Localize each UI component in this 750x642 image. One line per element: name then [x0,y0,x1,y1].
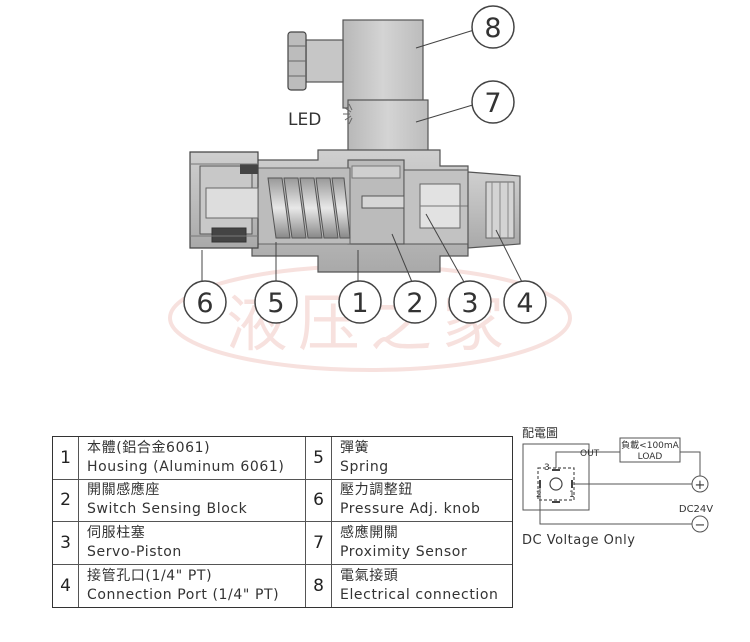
callout-1: 1 [338,280,382,324]
part-number-4: 4 [53,564,79,607]
svg-text:6: 6 [196,288,213,319]
svg-text:8: 8 [484,13,501,44]
part-desc-1: 本體(鋁合金6061)Housing (Aluminum 6061) [79,437,306,480]
wiring-title: 配電圖 [522,426,558,440]
leader-lines [201,29,523,283]
svg-text:4: 4 [516,288,533,319]
part-number-1: 1 [53,437,79,480]
parts-table: 1 本體(鋁合金6061)Housing (Aluminum 6061) 5 彈… [52,436,513,608]
svg-text:LOAD: LOAD [638,452,663,462]
svg-text:1: 1 [569,490,575,500]
svg-text:1: 1 [351,288,368,319]
svg-text:7: 7 [484,88,501,119]
spring [257,167,351,245]
callout-4: 4 [503,280,547,324]
svg-text:5: 5 [267,288,284,319]
svg-text:+: + [695,478,706,493]
part-number-2: 2 [53,479,79,522]
callout-2: 2 [393,280,437,324]
part-number-6: 6 [306,479,332,522]
svg-text:3: 3 [461,288,478,319]
part-number-8: 8 [306,564,332,607]
svg-text:2: 2 [536,490,542,500]
part-number-5: 5 [306,437,332,480]
pressure-adj-knob [189,151,259,249]
svg-text:LED: LED [288,110,321,130]
svg-text:−: − [695,518,706,533]
svg-text:3: 3 [544,463,550,473]
svg-text:OUT: OUT [580,449,600,459]
led-indicator: LED [288,103,353,130]
connection-port [467,171,521,249]
callout-8: 8 [471,5,515,49]
part-desc-4: 接管孔口(1/4" PT)Connection Port (1/4" PT) [79,564,306,607]
wiring-diagram: 配電圖 3 2 1 OUT 負載<100mA LOAD + DC24V [522,426,713,548]
svg-text:2: 2 [406,288,423,319]
callout-7: 7 [471,80,515,124]
svg-text:DC24V: DC24V [679,504,713,515]
callout-5: 5 [254,280,298,324]
part-number-3: 3 [53,522,79,565]
electrical-connector [287,19,424,109]
callout-3: 3 [448,280,492,324]
part-number-7: 7 [306,522,332,565]
callout-6: 6 [183,280,227,324]
svg-text:負載<100mA: 負載<100mA [621,439,679,451]
dc-voltage-note: DC Voltage Only [522,533,635,548]
